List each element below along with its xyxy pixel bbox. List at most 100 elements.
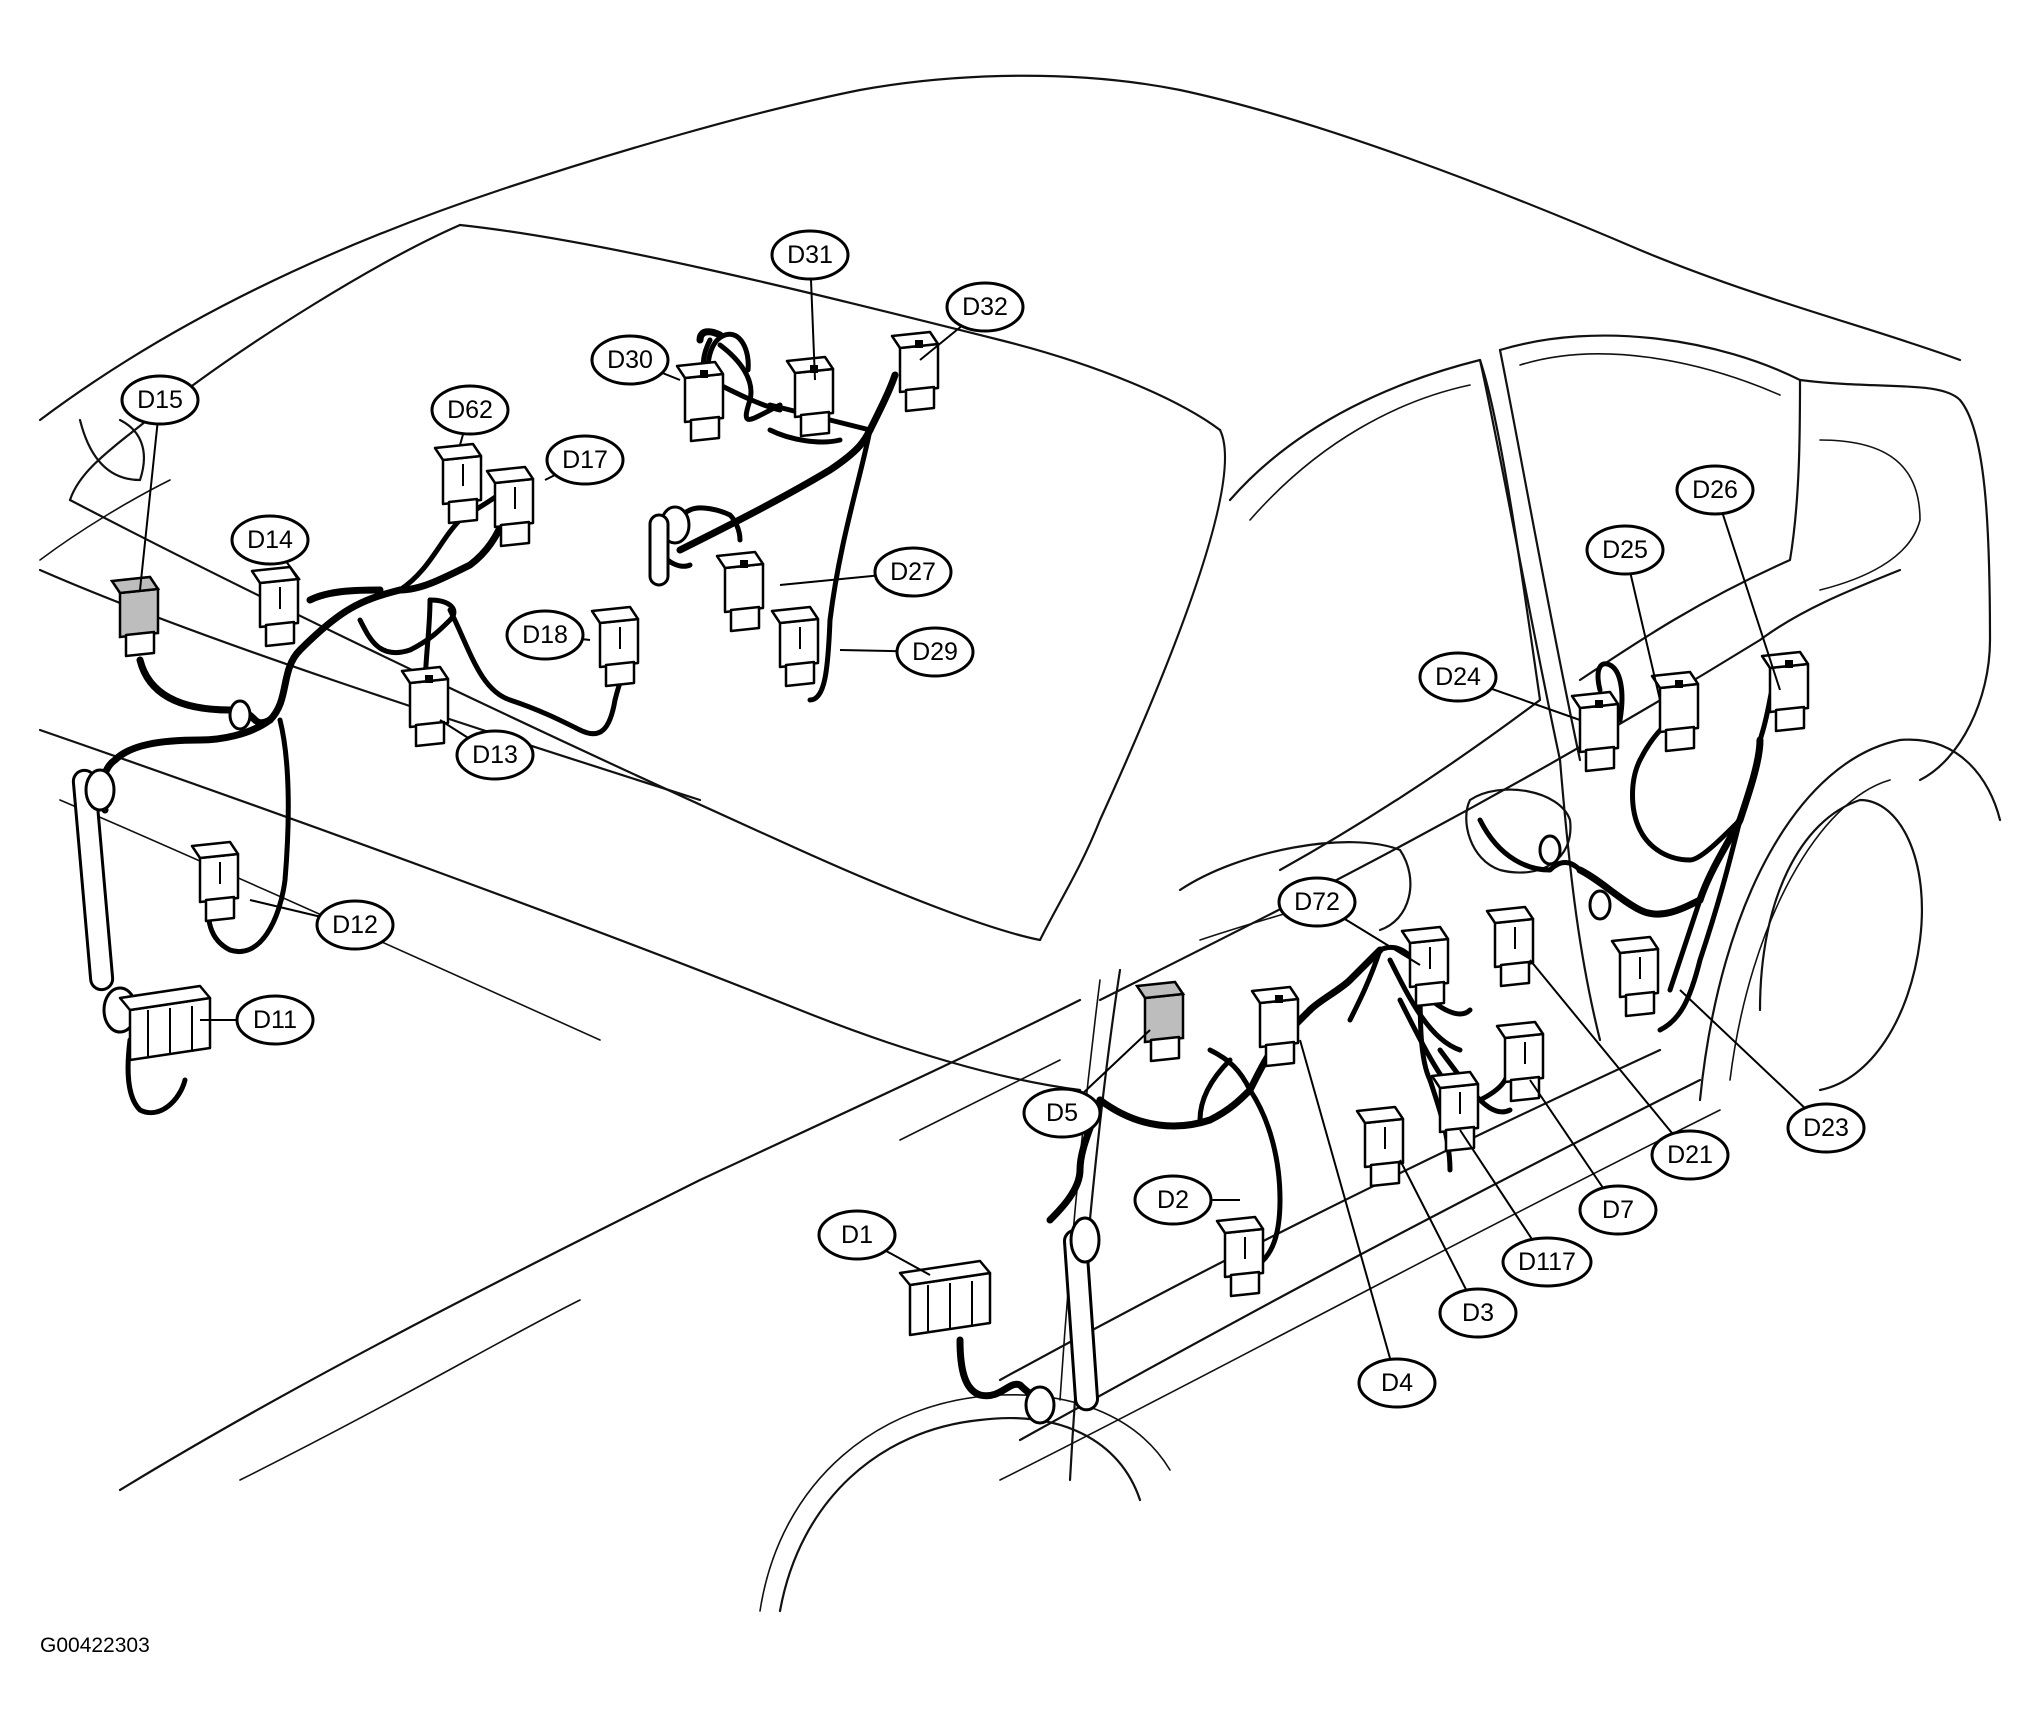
label-oval-d17 — [545, 434, 625, 486]
label-text-d21: D21 — [1667, 1141, 1713, 1169]
label-text-d31: D31 — [787, 241, 833, 269]
label-oval-d27 — [873, 546, 953, 598]
label-d3: D3 — [1438, 1287, 1518, 1339]
label-d15: D15 — [120, 374, 200, 426]
label-text-d117: D117 — [1518, 1248, 1576, 1276]
connector-d117 — [1430, 1070, 1480, 1153]
label-oval-d30 — [590, 334, 670, 386]
label-d4: D4 — [1357, 1357, 1437, 1409]
leader-d4 — [1299, 1039, 1398, 1384]
connector-d15 — [109, 575, 161, 658]
label-text-d7: D7 — [1602, 1196, 1634, 1224]
label-oval-d21 — [1650, 1129, 1730, 1181]
label-oval-d4 — [1357, 1357, 1437, 1409]
label-d13: D13 — [455, 729, 535, 781]
figure-id: G00422303 — [40, 1634, 150, 1657]
grommets — [71, 505, 1612, 1425]
label-d117: D117 — [1501, 1236, 1593, 1288]
label-oval-d29 — [895, 626, 975, 678]
label-oval-d31 — [770, 229, 850, 281]
label-text-d72: D72 — [1294, 888, 1340, 916]
connector-d21 — [1485, 905, 1535, 988]
label-text-d4: D4 — [1381, 1369, 1413, 1397]
label-text-d24: D24 — [1435, 663, 1481, 691]
label-oval-d25 — [1585, 524, 1665, 576]
connector-d17 — [485, 465, 535, 548]
label-oval-d117 — [1501, 1236, 1593, 1288]
label-text-d5: D5 — [1046, 1099, 1078, 1127]
label-oval-d12 — [315, 899, 395, 951]
label-text-d18: D18 — [522, 621, 568, 649]
label-text-d2: D2 — [1157, 1186, 1189, 1214]
label-text-d23: D23 — [1803, 1114, 1849, 1142]
connector-d30 — [675, 360, 725, 443]
connector-d4 — [1250, 985, 1300, 1068]
label-d17: D17 — [545, 434, 625, 486]
connector-d32 — [890, 330, 940, 413]
label-d31: D31 — [770, 229, 850, 281]
label-text-d26: D26 — [1692, 476, 1738, 504]
label-d11: D11 — [235, 994, 315, 1046]
connector-d24 — [1570, 690, 1620, 773]
label-text-d1: D1 — [841, 1221, 873, 1249]
connector-d25 — [1650, 670, 1700, 753]
label-text-d62: D62 — [447, 396, 493, 424]
label-oval-d1 — [817, 1209, 897, 1261]
label-oval-d14 — [230, 514, 310, 566]
label-text-d17: D17 — [562, 446, 608, 474]
connector-d31 — [785, 355, 835, 438]
connector-d14 — [250, 565, 300, 648]
label-d5: D5 — [1022, 1087, 1102, 1139]
label-oval-d62 — [430, 384, 510, 436]
label-oval-d5 — [1022, 1087, 1102, 1139]
label-oval-d15 — [120, 374, 200, 426]
label-oval-d24 — [1418, 651, 1498, 703]
connector-d3 — [1355, 1105, 1405, 1188]
label-d72: D72 — [1277, 876, 1357, 928]
label-d62: D62 — [430, 384, 510, 436]
label-d12: D12 — [315, 899, 395, 951]
label-oval-d23 — [1786, 1102, 1866, 1154]
connector-d12 — [190, 840, 240, 923]
label-text-d25: D25 — [1602, 536, 1648, 564]
label-text-d12: D12 — [332, 911, 378, 939]
leader-d21 — [1529, 959, 1691, 1156]
label-oval-d13 — [455, 729, 535, 781]
label-d27: D27 — [873, 546, 953, 598]
label-oval-d18 — [505, 609, 585, 661]
label-d29: D29 — [895, 626, 975, 678]
label-text-d27: D27 — [890, 558, 936, 586]
connector-d5 — [1134, 980, 1186, 1063]
label-d1: D1 — [817, 1209, 897, 1261]
label-oval-d7 — [1578, 1184, 1658, 1236]
label-oval-d26 — [1675, 464, 1755, 516]
connector-d29 — [770, 605, 820, 688]
label-text-d32: D32 — [962, 293, 1008, 321]
connector-d18 — [590, 605, 640, 688]
label-text-d11: D11 — [253, 1006, 297, 1034]
label-d2: D2 — [1133, 1174, 1213, 1226]
connector-d11 — [118, 984, 212, 1062]
leader-d23 — [1679, 989, 1827, 1129]
label-oval-d32 — [945, 281, 1025, 333]
label-d21: D21 — [1650, 1129, 1730, 1181]
label-d32: D32 — [945, 281, 1025, 333]
label-d24: D24 — [1418, 651, 1498, 703]
label-text-d14: D14 — [247, 526, 293, 554]
connector-bodies — [109, 330, 1810, 1337]
leader-d15 — [139, 399, 161, 591]
label-d14: D14 — [230, 514, 310, 566]
label-oval-d3 — [1438, 1287, 1518, 1339]
label-text-d3: D3 — [1462, 1299, 1494, 1327]
connector-d13 — [400, 665, 450, 748]
label-text-d29: D29 — [912, 638, 958, 666]
label-d18: D18 — [505, 609, 585, 661]
label-text-d15: D15 — [137, 386, 183, 414]
label-d7: D7 — [1578, 1184, 1658, 1236]
leader-d3 — [1399, 1159, 1479, 1314]
connector-d72 — [1400, 925, 1450, 1008]
label-d25: D25 — [1585, 524, 1665, 576]
connector-d1 — [898, 1259, 992, 1337]
